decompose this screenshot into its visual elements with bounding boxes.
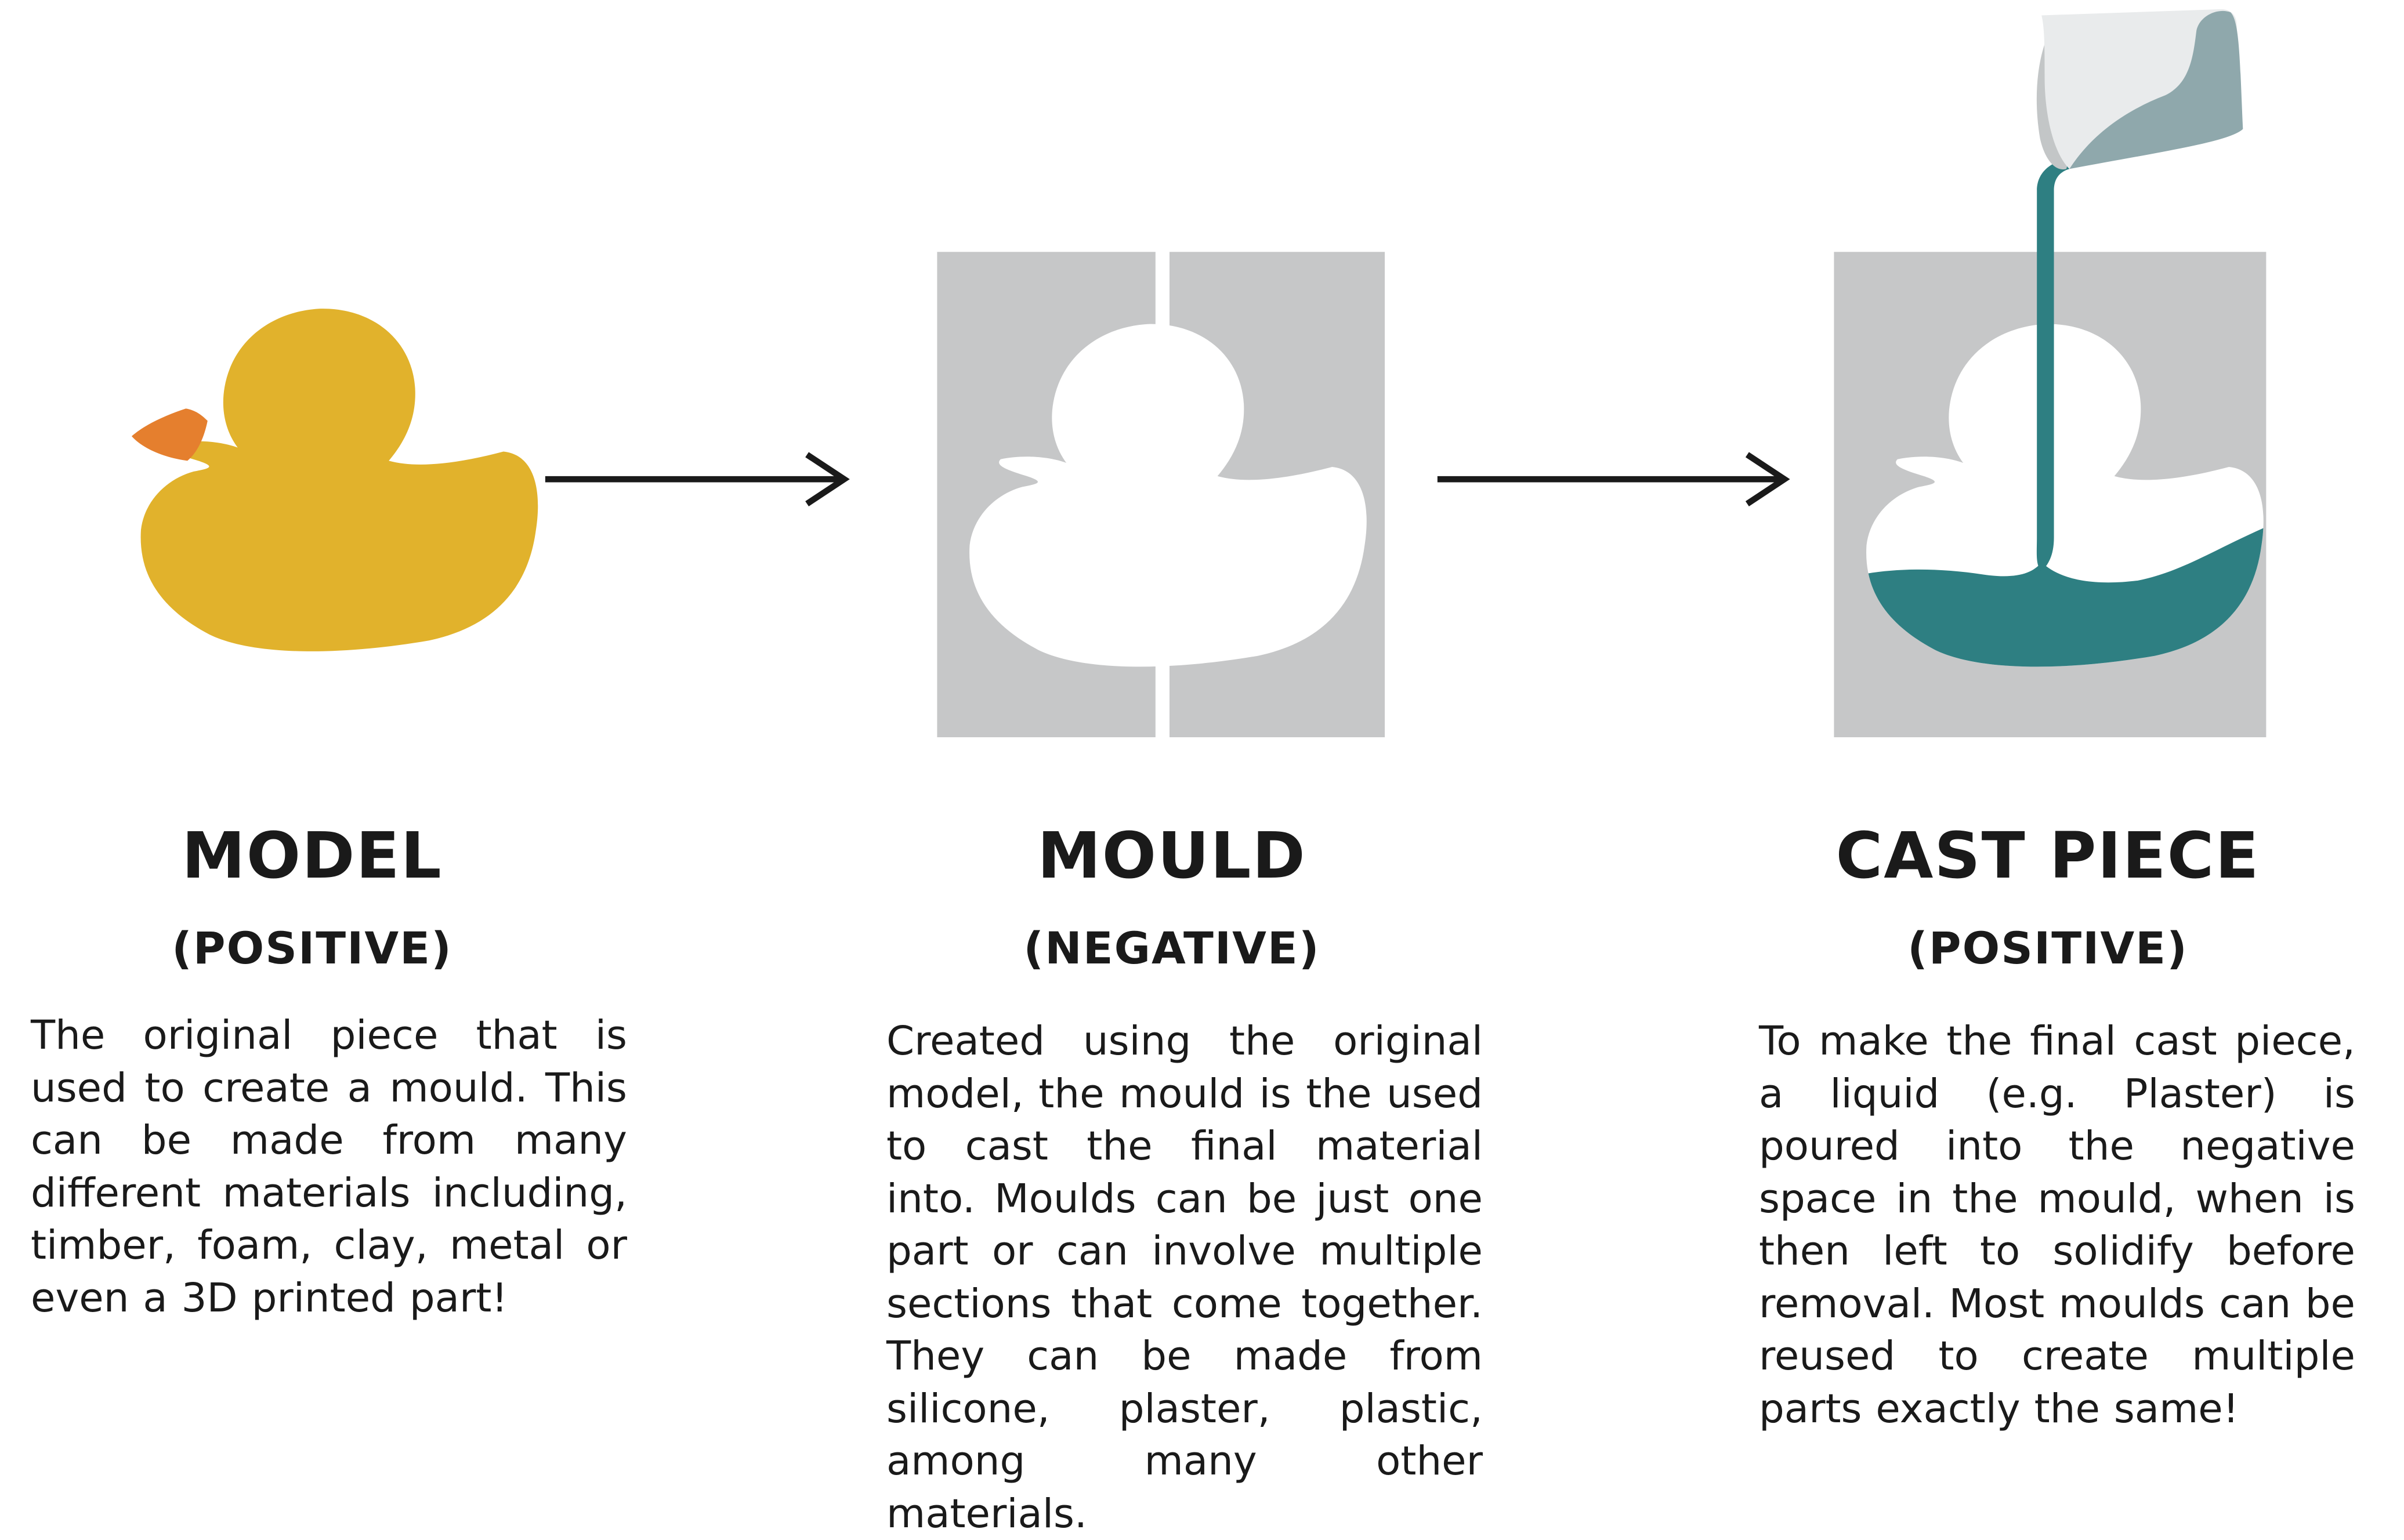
- stage-description-cast-piece: To make the final cast piece, a liquid (…: [1759, 1018, 2355, 1432]
- two-part-mould-icon: [937, 252, 1385, 738]
- arrow-mould-to-cast-icon: [1437, 452, 1790, 506]
- stage-subtitle-mould: (NEGATIVE): [1023, 922, 1320, 974]
- rubber-duck-icon: [131, 309, 538, 651]
- cast-liquid-pool: [1866, 522, 2264, 667]
- pouring-cast-icon: [1834, 9, 2267, 738]
- stage-description-model: The original piece that is used to creat…: [31, 1012, 627, 1321]
- arrow-model-to-mould-icon: [545, 452, 850, 506]
- stage-subtitle-model: (POSITIVE): [172, 922, 452, 974]
- pour-stream: [2036, 160, 2070, 572]
- stage-title-model: MODEL: [182, 818, 443, 893]
- stage-description-mould: Created using the original model, the mo…: [886, 1018, 1483, 1537]
- duck-beak-icon: [131, 408, 208, 461]
- mould-parting-line: [1155, 252, 1170, 738]
- pouring-jug-icon: [2036, 9, 2243, 170]
- stage-title-cast-piece: CAST PIECE: [1835, 818, 2260, 893]
- jug-liquid: [2069, 10, 2243, 169]
- stage-title-mould: MOULD: [1037, 818, 1306, 893]
- stage-subtitle-cast-piece: (POSITIVE): [1907, 922, 2188, 974]
